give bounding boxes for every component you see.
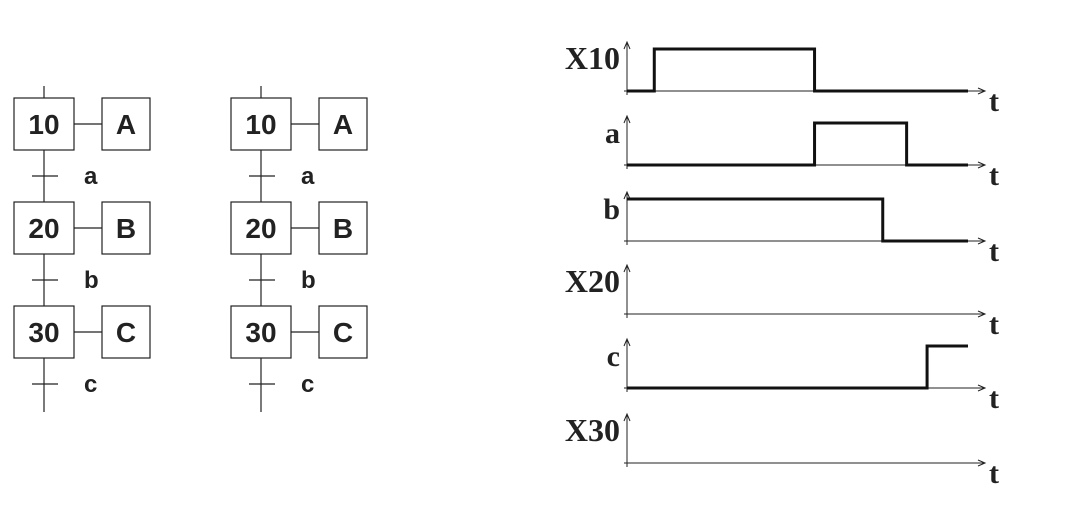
time-axis-arrow [977, 87, 987, 95]
y-axis-arrow [623, 263, 631, 273]
signal-name: c [607, 340, 620, 373]
step-action: A [116, 109, 136, 140]
action-box-c [101, 305, 151, 359]
step-number: 10 [28, 109, 59, 140]
signal-name: X10 [565, 40, 620, 76]
step-action: C [116, 317, 136, 348]
time-label: t [989, 457, 999, 490]
time-axis-arrow [977, 310, 987, 318]
step-number: 30 [28, 317, 59, 348]
step-box-20 [13, 201, 75, 255]
time-axis-arrow [977, 237, 987, 245]
y-axis-arrow [623, 190, 631, 200]
signal-waveform [627, 47, 968, 93]
transition-condition: c [84, 371, 97, 398]
action-box-c [318, 305, 368, 359]
signal-name: a [605, 117, 620, 150]
y-axis-arrow [623, 412, 631, 422]
time-axis-arrow [977, 161, 987, 169]
transition-condition: b [301, 267, 316, 294]
grafcet-right [230, 86, 368, 412]
step-number: 30 [245, 317, 276, 348]
step-action: B [116, 213, 136, 244]
time-label: t [989, 308, 999, 341]
signal-waveform [627, 121, 968, 167]
time-label: t [989, 159, 999, 192]
transition-condition: c [301, 371, 314, 398]
step-action: B [333, 213, 353, 244]
signal-name: X20 [565, 263, 620, 299]
transition-condition: a [84, 163, 98, 190]
y-axis-arrow [623, 337, 631, 347]
action-box-a [101, 97, 151, 151]
step-number: 20 [245, 213, 276, 244]
step-number: 10 [245, 109, 276, 140]
action-box-b [318, 201, 368, 255]
step-box-10 [230, 97, 292, 151]
action-box-a [318, 97, 368, 151]
signal-waveform [627, 197, 968, 243]
step-box-30 [230, 305, 292, 359]
time-label: t [989, 235, 999, 268]
time-axis-arrow [977, 459, 987, 467]
transition-condition: b [84, 267, 99, 294]
y-axis-arrow [623, 114, 631, 124]
time-label: t [989, 382, 999, 415]
signal-name: b [603, 193, 620, 226]
time-label: t [989, 85, 999, 118]
signal-name: X30 [565, 412, 620, 448]
y-axis-arrow [623, 40, 631, 50]
transition-condition: a [301, 163, 315, 190]
signal-waveform [627, 344, 968, 390]
step-number: 20 [28, 213, 59, 244]
step-action: C [333, 317, 353, 348]
step-action: A [333, 109, 353, 140]
step-box-30 [13, 305, 75, 359]
action-box-b [101, 201, 151, 255]
time-axis-arrow [977, 384, 987, 392]
grafcet-left [13, 86, 151, 412]
